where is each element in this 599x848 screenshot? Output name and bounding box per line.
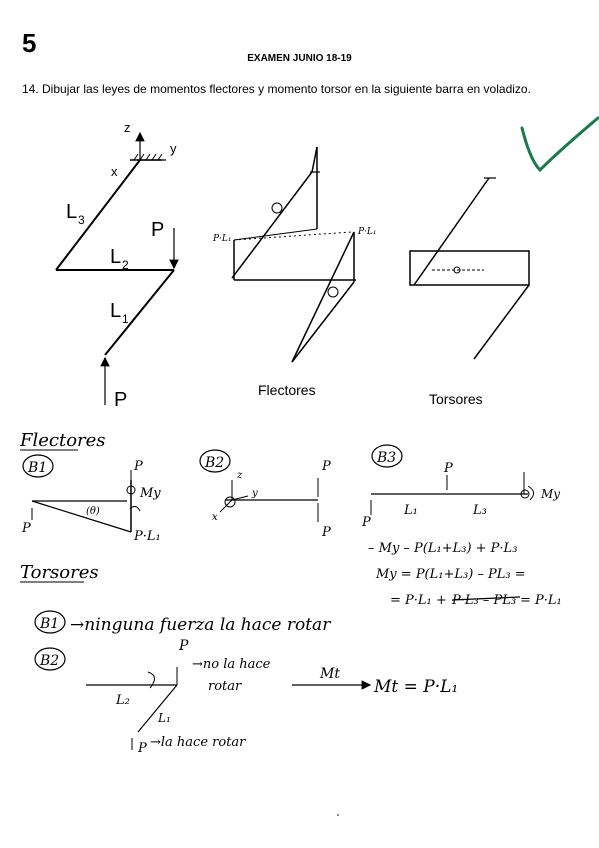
b3-p-mid: P	[443, 461, 453, 476]
torsion-arrow-label: Mt	[319, 666, 340, 682]
equation-3-start: = P·L₁ +	[390, 593, 447, 608]
torsion-b2-p-note-2: rotar	[208, 679, 242, 694]
b3-p-left: P	[361, 515, 371, 530]
torsion-result: Mt = P·L₁	[373, 677, 458, 697]
torsion-b2-l1: L₁	[157, 711, 171, 725]
torsion-b2-sketch	[86, 667, 372, 750]
axis-y-label: y	[170, 141, 177, 156]
load-top-label: P	[151, 219, 164, 241]
b2-z: z	[236, 470, 243, 481]
b1-p-top: P	[133, 459, 143, 474]
torsores-caption: Torsores	[429, 391, 483, 407]
check-mark-icon	[520, 116, 599, 173]
b2-x: x	[212, 512, 218, 523]
axis-x-label: x	[111, 164, 118, 179]
b1-p-left: P	[21, 521, 31, 536]
page-number: 5	[22, 28, 37, 58]
b1-tag: B1	[27, 460, 47, 476]
flectores-left-value: P·L₁	[212, 234, 232, 244]
flectores-heading: Flectores	[19, 430, 106, 451]
l2-label: L	[110, 246, 121, 268]
l1-label: L	[110, 300, 121, 322]
torsion-b1-tag: B1	[39, 616, 59, 632]
torsion-b1-note: →ninguna fuerza la hace rotar	[70, 615, 331, 635]
b2-p-top: P	[321, 459, 331, 474]
l3-subscript: 3	[78, 213, 85, 227]
b1-sketch	[31, 470, 141, 533]
equation-3-end: = P·L₁	[520, 593, 562, 608]
flectores-diagram	[231, 146, 356, 363]
b3-l3: L₃	[472, 503, 487, 518]
torsores-heading: Torsores	[20, 562, 99, 583]
b1-angle-tag: (θ)	[86, 506, 100, 517]
torsion-b2-tag: B2	[39, 653, 59, 669]
b3-my: My	[540, 487, 560, 501]
equation-3-struck: P·L₃ – PL₃	[451, 593, 516, 608]
b2-tag: B2	[204, 455, 224, 471]
torsion-b2-p-low: P	[137, 741, 147, 756]
b2-sketch	[219, 478, 319, 522]
page-dot	[337, 814, 339, 816]
b3-tag: B3	[376, 450, 396, 466]
torsion-b2-p: P	[178, 638, 189, 654]
l3-label: L	[66, 201, 77, 223]
cantilever-structure	[55, 131, 179, 405]
flectores-right-value: P·L₁	[357, 227, 377, 237]
torsores-diagram	[409, 177, 530, 360]
axis-z-label: z	[124, 120, 131, 135]
l1-subscript: 1	[122, 312, 129, 326]
equation-2: My = P(L₁+L₃) – PL₃ =	[375, 567, 526, 582]
b3-sketch	[370, 472, 534, 515]
equation-1: – My – P(L₁+L₃) + P·L₃	[368, 541, 517, 556]
torsion-b2-low-note: →la hace rotar	[150, 735, 246, 750]
l2-subscript: 2	[122, 258, 129, 272]
b1-my: My	[139, 486, 161, 501]
load-bottom-label: P	[114, 389, 127, 411]
b2-y: y	[251, 488, 258, 499]
torsion-b2-p-note-1: →no la hace	[192, 657, 271, 672]
torsion-b2-l2: L₂	[115, 693, 130, 708]
flectores-caption: Flectores	[258, 382, 316, 398]
b3-l1: L₁	[403, 503, 418, 518]
b2-p-bottom: P	[321, 525, 331, 540]
question-text: 14. Dibujar las leyes de momentos flecto…	[22, 82, 531, 96]
exam-title: EXAMEN JUNIO 18-19	[247, 53, 352, 64]
b1-pl1: P·L₁	[133, 529, 161, 544]
